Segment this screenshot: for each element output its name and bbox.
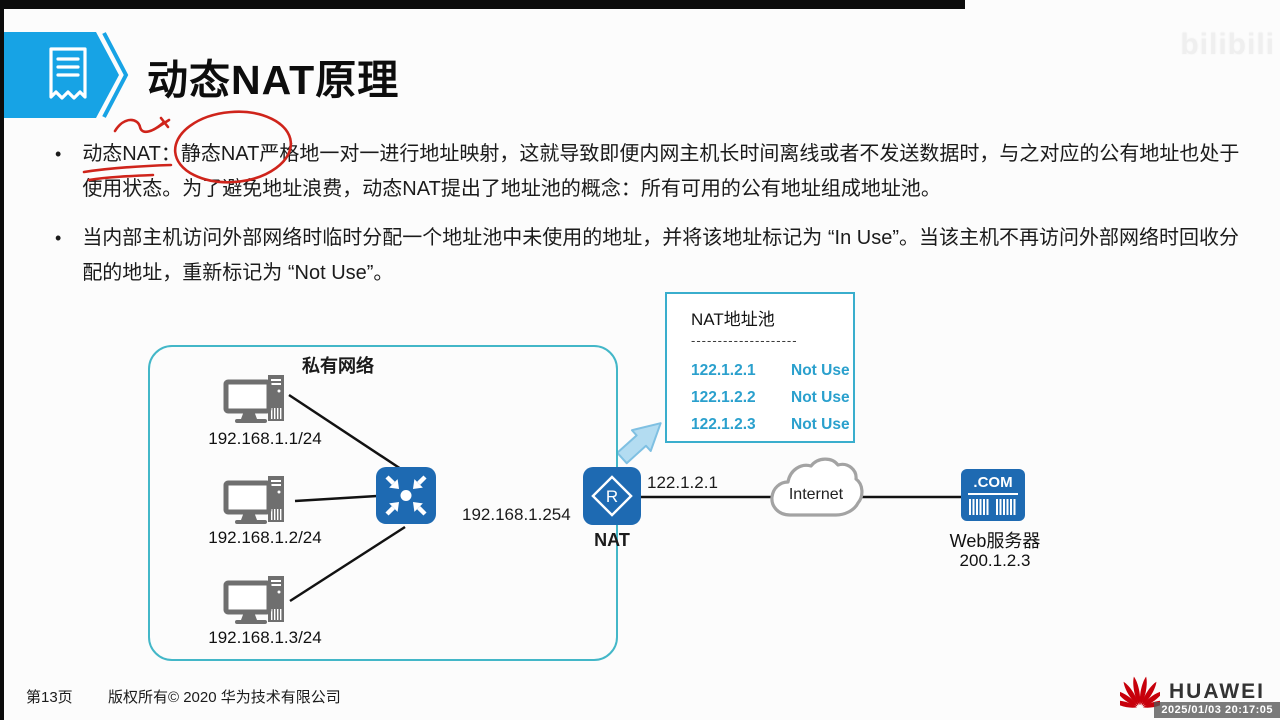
nat-pool-row: 122.1.2.3 Not Use <box>691 411 853 438</box>
public-ip-label: 122.1.2.1 <box>647 473 718 492</box>
recording-timestamp: 2025/01/03 20:17:05 <box>1154 702 1280 718</box>
page-title: 动态NAT原理 <box>147 57 400 103</box>
huawei-wordmark: HUAWEI <box>1169 680 1265 703</box>
nat-pool-rows: 122.1.2.1 Not Use 122.1.2.2 Not Use 122.… <box>691 357 853 438</box>
nat-pool-divider: -------------------- <box>691 333 798 348</box>
pool-ip: 122.1.2.2 <box>691 389 756 406</box>
letterbox-top-bar <box>0 0 965 9</box>
pool-pointer-arrow <box>616 422 662 465</box>
host-ip-label: 192.168.1.1/24 <box>208 429 322 448</box>
host-computer-icon <box>222 471 290 536</box>
page-number: 第13页 <box>26 689 73 706</box>
nat-pool-panel: NAT地址池 -------------------- 122.1.2.1 No… <box>665 292 855 443</box>
switch-icon <box>376 467 436 529</box>
host-computer-icon <box>222 370 290 435</box>
document-icon <box>49 47 87 100</box>
bullet-item-2: • 当内部主机访问外部网络时临时分配一个地址池中未使用的地址，并将该地址标记为 … <box>55 221 1255 291</box>
gateway-ip-label: 192.168.1.254 <box>462 505 571 524</box>
title-banner <box>4 31 136 124</box>
internet-cloud-icon <box>766 452 866 533</box>
copyright-text: 版权所有© 2020 华为技术有限公司 <box>108 689 341 706</box>
bullet-text-2: 当内部主机访问外部网络时临时分配一个地址池中未使用的地址，并将该地址标记为 “I… <box>82 227 1239 284</box>
huawei-logo: HUAWEI <box>1120 674 1265 710</box>
host-computer-icon <box>222 571 290 636</box>
nat-pool-row: 122.1.2.1 Not Use <box>691 357 853 384</box>
server-com-text: .COM <box>973 474 1012 491</box>
nat-router-label: NAT <box>594 530 630 550</box>
host-ip-label: 192.168.1.3/24 <box>208 628 322 647</box>
pool-status: Not Use <box>791 389 850 406</box>
pool-status: Not Use <box>791 362 850 379</box>
private-network-label: 私有网络 <box>302 356 374 376</box>
bullet-list: • 动态NAT：静态NAT严格地一对一进行地址映射，这就导致即便内网主机长时间离… <box>55 137 1255 305</box>
server-name-label: Web服务器 <box>949 531 1041 551</box>
nat-pool-title: NAT地址池 <box>691 310 775 329</box>
bullet-item-1: • 动态NAT：静态NAT严格地一对一进行地址映射，这就导致即便内网主机长时间离… <box>55 137 1255 207</box>
pool-status: Not Use <box>791 416 850 433</box>
internet-label: Internet <box>788 486 844 503</box>
letterbox-left-strip <box>0 0 4 720</box>
server-ip-label: 200.1.2.3 <box>959 551 1031 570</box>
router-letter: R <box>606 487 618 506</box>
pool-ip: 122.1.2.3 <box>691 416 756 433</box>
banner-chevron-outline <box>102 32 129 118</box>
bilibili-watermark: bilibili <box>1180 28 1275 61</box>
host-ip-label: 192.168.1.2/24 <box>208 528 322 547</box>
bullet-text-1: 动态NAT：静态NAT严格地一对一进行地址映射，这就导致即便内网主机长时间离线或… <box>82 143 1240 200</box>
nat-pool-row: 122.1.2.2 Not Use <box>691 384 853 411</box>
web-server-icon: .COM <box>961 469 1025 528</box>
nat-router-icon: R <box>583 467 641 530</box>
pool-ip: 122.1.2.1 <box>691 362 756 379</box>
bullet-marker: • <box>55 228 62 248</box>
bullet-marker: • <box>55 144 62 164</box>
